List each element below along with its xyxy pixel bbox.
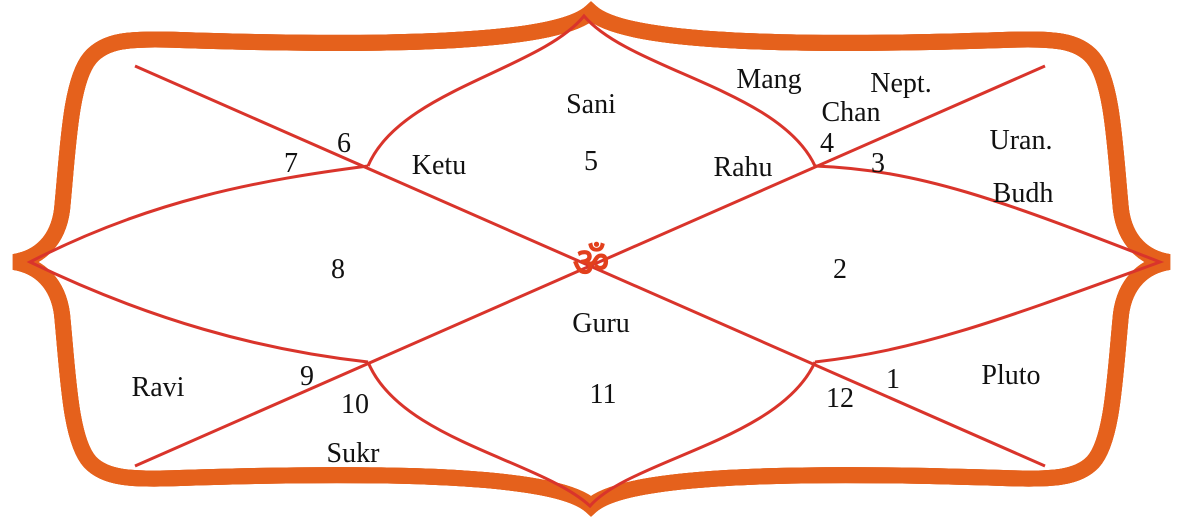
house-number-5: 5 [584,146,598,177]
petal-left [26,164,369,364]
house-numbers: 1 2 3 4 5 6 7 8 9 10 11 12 [284,128,900,420]
petal-top [366,13,817,167]
planet-label-ravi: Ravi [132,372,185,403]
house-number-6: 6 [337,128,351,159]
planet-label-sani: Sani [566,89,616,120]
house-number-11: 11 [590,379,617,410]
house-number-10: 10 [341,389,369,420]
planet-label-ketu: Ketu [412,150,466,181]
planet-label-rahu: Rahu [713,152,772,183]
planet-label-guru: Guru [572,308,630,339]
om-symbol: ॐ [573,240,609,286]
planet-label-chan: Chan [821,97,880,128]
house-lines [26,13,1165,509]
planet-label-uran: Uran. [990,125,1053,156]
planet-label-sukr: Sukr [327,438,381,469]
house-number-1: 1 [886,364,900,395]
house-number-9: 9 [300,361,314,392]
petal-bottom [366,361,817,509]
planet-label-budh: Budh [993,178,1054,209]
house-number-7: 7 [284,148,298,179]
house-number-4: 4 [820,128,834,159]
diagonal-line [134,64,1046,468]
planet-label-pluto: Pluto [981,360,1040,391]
house-number-8: 8 [331,254,345,285]
house-number-2: 2 [833,254,847,285]
petal-right [814,164,1165,364]
house-number-12: 12 [826,383,854,414]
planet-label-mang: Mang [736,64,801,95]
planet-label-nept: Nept. [870,68,931,99]
house-number-3: 3 [871,148,885,179]
planet-labels: Pluto Uran. Budh Mang Nept. Chan Sani Ke… [132,64,1054,469]
